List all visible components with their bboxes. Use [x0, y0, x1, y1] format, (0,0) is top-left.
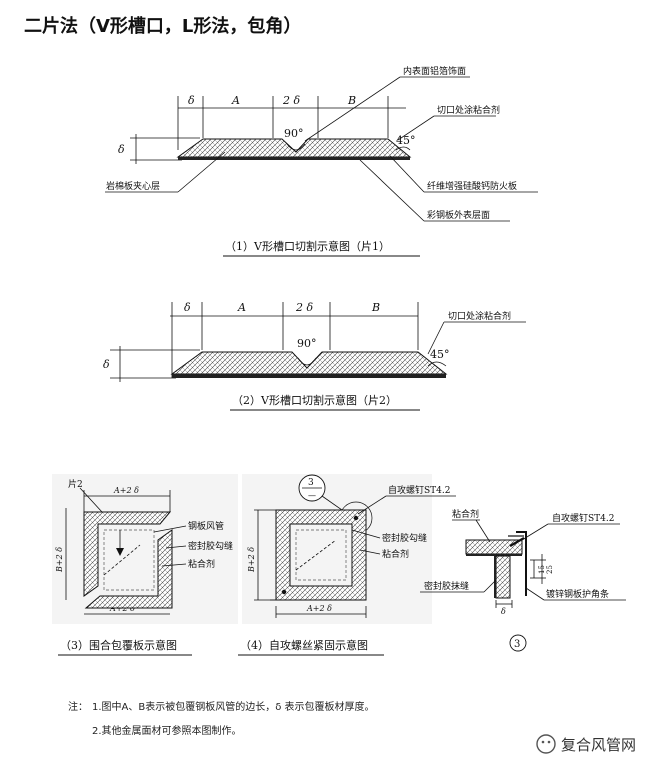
- fig5-dim-25: 25: [546, 565, 554, 574]
- fig4-ref-sub: —: [308, 491, 316, 500]
- fig1-delta-side: δ: [118, 143, 125, 156]
- fig3-callout-sealant: 密封胶勾缝: [188, 540, 233, 552]
- fig4-callout-screw: 自攻螺钉ST4.2: [388, 484, 450, 496]
- fig1-angle-90: 90°: [284, 127, 304, 140]
- fig3-callout-steel-duct: 钢板风管: [188, 520, 224, 532]
- fig4-callout-sealant: 密封胶勾缝: [382, 532, 427, 544]
- fig5-callout-sealant-wipe: 密封胶抹缝: [424, 580, 469, 592]
- figure-1: δ A 2 δ B δ 90° 45° 内表面铝箔饰面 切口处涂粘合剂 纤维增强…: [105, 65, 538, 257]
- fig2-label-b: B: [371, 301, 380, 314]
- fig1-callout-cut-glue: 切口处涂粘合剂: [437, 104, 500, 116]
- fig3-side-dim: B+2 δ: [55, 547, 64, 573]
- wechat-icon: [536, 734, 556, 754]
- page-title: 二片法（V形槽口，L形法，包角）: [24, 15, 301, 37]
- fig1-label-b: B: [347, 94, 356, 107]
- fig3-top-dim: A+2 δ: [113, 486, 139, 495]
- fig2-delta-top: δ: [184, 301, 191, 314]
- fig1-caption: （1）V形槽口切割示意图（片1）: [225, 239, 390, 253]
- figure-3: 片2 A+2 δ B+2 δ A+2 δ 钢板风管 密封胶勾缝 粘合剂 （3）围…: [52, 474, 238, 656]
- fig4-ref-number: 3: [308, 478, 314, 488]
- fig1-callout-inner-foil: 内表面铝箔饰面: [403, 65, 466, 77]
- fig1-callout-steel-outer: 彩钢板外表层面: [427, 209, 490, 221]
- fig2-delta-side: δ: [103, 358, 110, 371]
- notes-line-1: 1.图中A、B表示被包覆钢板风管的边长，δ 表示包覆板材厚度。: [92, 700, 375, 713]
- fig2-callout-cut-glue: 切口处涂粘合剂: [448, 310, 511, 322]
- fig2-angle-45: 45°: [430, 348, 450, 361]
- fig2-angle-90: 90°: [297, 337, 317, 350]
- fig4-bottom-dim: A+2 δ: [306, 604, 332, 613]
- notes: 注： 1.图中A、B表示被包覆钢板风管的边长，δ 表示包覆板材厚度。 2.其他金…: [68, 700, 375, 737]
- fig1-label-2delta: 2 δ: [282, 94, 300, 107]
- fig5-callout-corner-strip: 镀锌钢板护角条: [546, 588, 609, 600]
- notes-line-2: 2.其他金属面材可参照本图制作。: [92, 724, 242, 737]
- watermark-text: 复合风管网: [561, 736, 636, 754]
- fig3-callout-adhesive: 粘合剂: [188, 558, 215, 570]
- fig1-callout-fiber-board: 纤维增强硅酸钙防火板: [427, 180, 517, 192]
- fig5-callout-screw: 自攻螺钉ST4.2: [552, 512, 614, 524]
- fig5-ref-number: 3: [514, 639, 520, 650]
- fig1-callout-rockwool: 岩棉板夹心层: [106, 180, 160, 192]
- fig3-piece2-label: 片2: [68, 478, 83, 490]
- watermark: 复合风管网: [536, 734, 636, 754]
- fig2-caption: （2）V形槽口切割示意图（片2）: [232, 393, 397, 407]
- fig1-delta-top: δ: [188, 94, 195, 107]
- fig1-label-a: A: [231, 94, 240, 107]
- fig5-dim-delta: δ: [501, 607, 506, 616]
- figure-5-detail: 15 25 δ 粘合剂 自攻螺钉ST4.2 密封胶抹缝 镀锌钢板护角条 3: [420, 508, 626, 652]
- fig2-label-a: A: [237, 301, 246, 314]
- fig5-dim-15: 15: [538, 565, 546, 574]
- notes-prefix: 注：: [68, 700, 88, 713]
- fig4-side-dim: B+2 δ: [247, 547, 256, 573]
- fig4-caption: （4）自攻螺丝紧固示意图: [240, 638, 368, 652]
- figure-2: δ A 2 δ B δ 90° 45° 切口处涂粘合剂 （2）V形槽口切割示意图…: [103, 301, 526, 411]
- fig1-angle-45: 45°: [396, 134, 416, 147]
- fig2-label-2delta: 2 δ: [295, 301, 313, 314]
- fig4-callout-adhesive: 粘合剂: [382, 548, 409, 560]
- fig5-callout-adhesive: 粘合剂: [452, 508, 479, 520]
- fig3-caption: （3）围合包覆板示意图: [60, 638, 177, 652]
- figure-4: 3 — B+2 δ A+2 δ 自攻螺钉ST4.2 密封胶勾缝 粘合剂 （4）自…: [238, 474, 456, 656]
